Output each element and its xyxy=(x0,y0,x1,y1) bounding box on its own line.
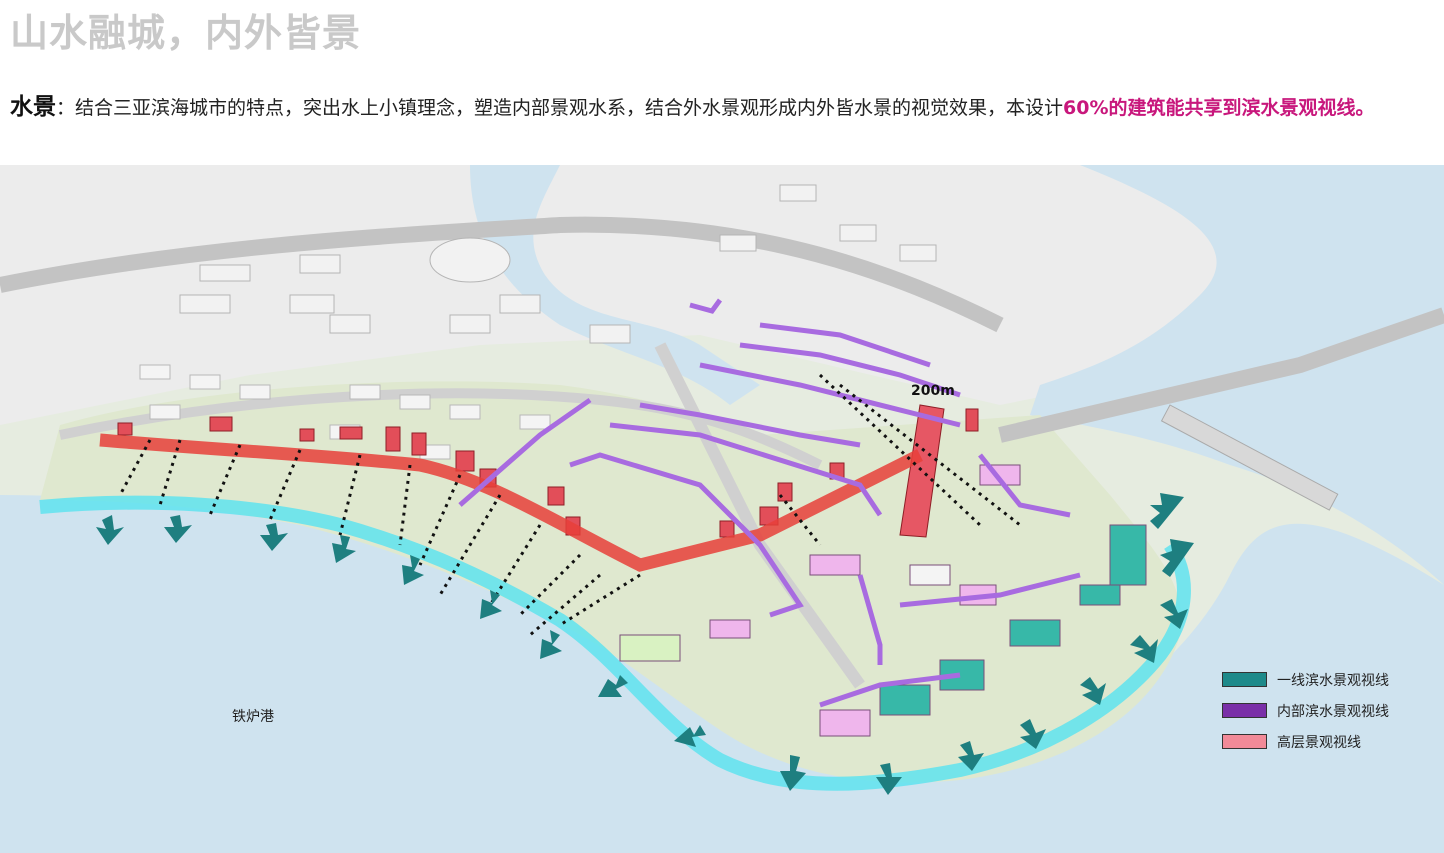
high-rise-view-corridor xyxy=(99,433,923,572)
legend-label-internal: 内部滨水景观视线 xyxy=(1277,703,1389,720)
pier-building xyxy=(1160,404,1339,511)
northern-land xyxy=(0,165,1444,425)
high-rise-buildings xyxy=(117,404,979,538)
description-highlight: 60%的建筑能共享到滨水景观视线。 xyxy=(1063,97,1375,119)
legend-swatch-high-rise xyxy=(1222,734,1267,749)
place-label-tielugang: 铁炉港 xyxy=(232,709,274,725)
building-cluster-west xyxy=(139,364,551,460)
harbor-water xyxy=(0,495,1444,853)
tower-height-label: 200m xyxy=(911,383,955,399)
legend-swatch-frontline xyxy=(1222,672,1267,687)
inner-road xyxy=(58,388,823,470)
legend-item-frontline: 一线滨水景观视线 xyxy=(1222,664,1389,695)
description-lead: 水景 xyxy=(10,94,56,120)
sight-lines xyxy=(118,373,1021,637)
legend-label-frontline: 一线滨水景观视线 xyxy=(1277,672,1389,689)
waterfront-buildings xyxy=(619,464,1147,737)
waterfront-promenade xyxy=(39,495,1191,791)
legend-item-internal: 内部滨水景观视线 xyxy=(1222,695,1389,726)
frontline-view-arrows xyxy=(96,493,1194,795)
river-channel xyxy=(470,165,760,405)
description-body: ：结合三亚滨海城市的特点，突出水上小镇理念，塑造内部景观水系，结合外水景观形成内… xyxy=(56,97,1064,119)
arterial-road xyxy=(0,216,1004,333)
page-title: 山水融城，内外皆景 xyxy=(10,11,362,55)
legend-item-high-rise: 高层景观视线 xyxy=(1222,726,1389,757)
building-cluster-north xyxy=(179,184,937,344)
description-paragraph: 水景：结合三亚滨海城市的特点，突出水上小镇理念，塑造内部景观水系，结合外水景观形… xyxy=(10,92,1438,123)
legend: 一线滨水景观视线 内部滨水景观视线 高层景观视线 xyxy=(1222,664,1389,757)
internal-waterfront-routes xyxy=(458,298,1081,708)
coastal-road xyxy=(998,307,1444,443)
masterplan-map xyxy=(0,165,1444,853)
legend-swatch-internal xyxy=(1222,703,1267,718)
legend-label-high-rise: 高层景观视线 xyxy=(1277,734,1361,751)
